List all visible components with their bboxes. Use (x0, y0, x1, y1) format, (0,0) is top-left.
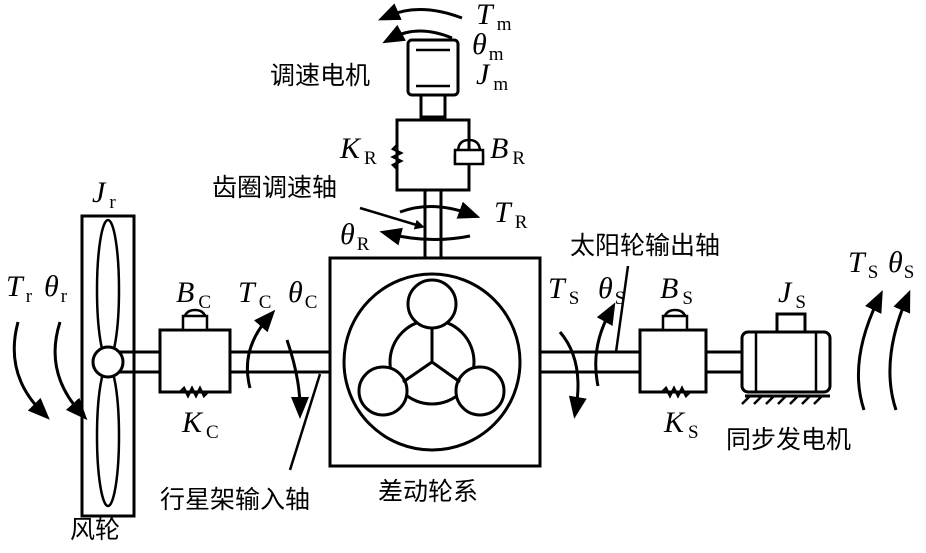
rotor-label: 风轮 (70, 515, 120, 544)
carrier-torque-arrows (245, 309, 309, 419)
carrier-coupling (158, 308, 232, 399)
carrier-shaft-leader (288, 373, 322, 471)
motor-label: 调速电机 (270, 61, 370, 90)
generator-label: 同步发电机 (726, 425, 851, 454)
synchronous-generator (740, 312, 832, 405)
ring-shaft-leader (359, 206, 425, 230)
sun-output-shaft (540, 350, 742, 374)
carrier-shaft-label: 行星架输入轴 (160, 485, 310, 514)
generator-torque-arrows (856, 289, 911, 411)
ring-torque-arrows (379, 201, 481, 246)
rotor-torque-arrows (12, 321, 88, 421)
carrier-input-shaft (118, 350, 330, 374)
sun-coupling (638, 308, 708, 399)
sun-shaft-leader (614, 265, 630, 353)
motor-torque-arrows (377, 3, 463, 44)
wind-rotor (80, 214, 136, 518)
differential-gear-box (328, 256, 542, 468)
differential-label: 差动轮系 (378, 477, 478, 506)
ring-coupling (390, 117, 485, 192)
ring-shaft-label: 齿圈调速轴 (212, 173, 337, 202)
speed-control-motor (406, 38, 460, 119)
symbol-theta-S-generator: θS (888, 246, 914, 283)
ring-speed-shaft (423, 190, 443, 258)
sun-shaft-label: 太阳轮输出轴 (570, 231, 720, 260)
sun-torque-arrows (558, 302, 616, 419)
